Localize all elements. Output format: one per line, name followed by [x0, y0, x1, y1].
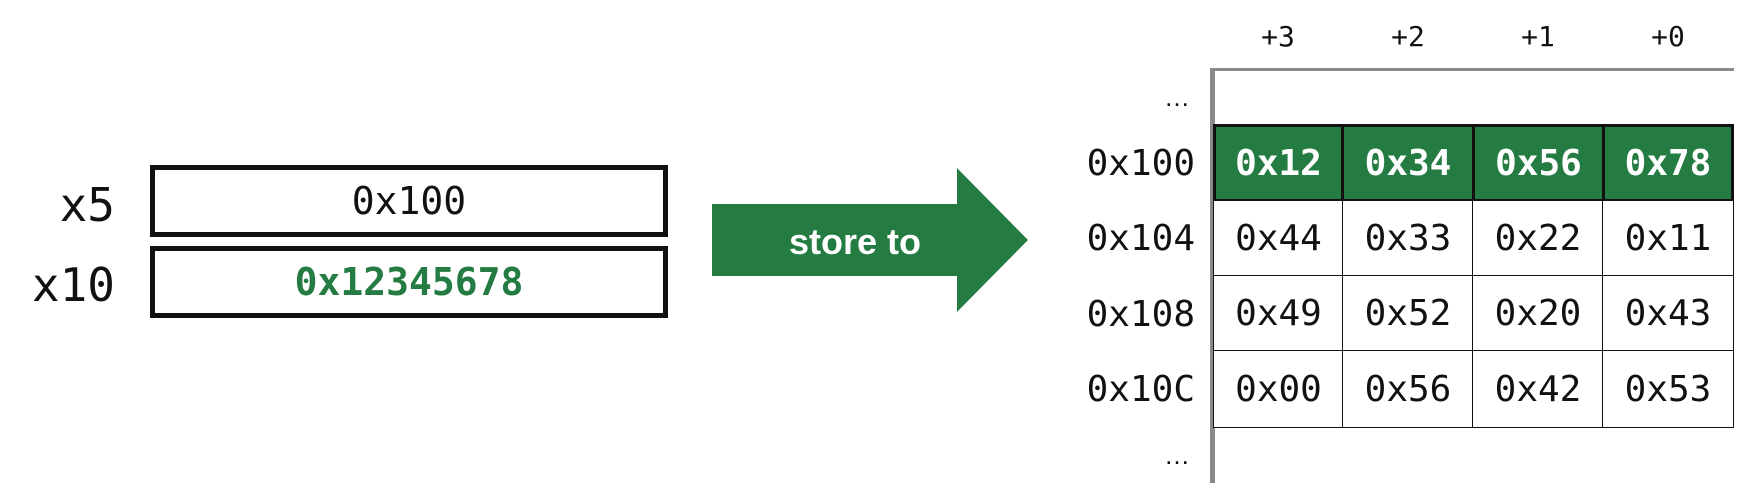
register-x10-label: x10 — [31, 258, 115, 312]
memory-cell-0x104-1: 0x22 — [1472, 200, 1604, 277]
memory-address-0x108: 0x108 — [1086, 294, 1195, 335]
memory-cell-0x108-1: 0x20 — [1472, 275, 1604, 352]
offset-header-1: +1 — [1521, 20, 1555, 53]
memory-ellipsis-bottom: … — [1164, 440, 1190, 470]
register-x5-label: x5 — [59, 178, 115, 232]
memory-cell-0x108-0: 0x43 — [1602, 275, 1734, 352]
memory-address-0x100: 0x100 — [1086, 143, 1195, 184]
memory-address-0x104: 0x104 — [1086, 218, 1195, 259]
memory-cell-0x10C-1: 0x42 — [1472, 350, 1604, 428]
memory-axis-horizontal — [1210, 68, 1734, 71]
memory-cell-0x100-1: 0x56 — [1472, 124, 1605, 202]
offset-header-0: +0 — [1651, 20, 1685, 53]
memory-cell-0x100-3: 0x12 — [1213, 124, 1344, 202]
memory-cell-0x104-0: 0x11 — [1602, 200, 1734, 277]
memory-ellipsis-top: … — [1164, 82, 1190, 112]
offset-header-2: +2 — [1391, 20, 1425, 53]
memory-cell-0x108-2: 0x52 — [1342, 275, 1474, 352]
store-arrow — [712, 168, 1028, 312]
memory-cell-0x10C-2: 0x56 — [1342, 350, 1474, 428]
memory-address-0x10C: 0x10C — [1086, 369, 1195, 410]
memory-cell-0x104-3: 0x44 — [1213, 200, 1344, 277]
memory-cell-0x104-2: 0x33 — [1342, 200, 1474, 277]
memory-axis-vertical — [1210, 68, 1215, 483]
store-arrow-shape — [712, 168, 1028, 312]
offset-header-3: +3 — [1261, 20, 1295, 53]
memory-cell-0x108-3: 0x49 — [1213, 275, 1344, 352]
register-x5-box: 0x100 — [150, 165, 668, 237]
store-arrow-label: store to — [788, 221, 921, 262]
memory-cell-0x100-2: 0x34 — [1341, 124, 1475, 202]
memory-cell-0x10C-0: 0x53 — [1602, 350, 1734, 428]
memory-cell-0x10C-3: 0x00 — [1213, 350, 1344, 428]
memory-cell-0x100-0: 0x78 — [1602, 124, 1734, 202]
register-x10-box: 0x12345678 — [150, 246, 668, 318]
